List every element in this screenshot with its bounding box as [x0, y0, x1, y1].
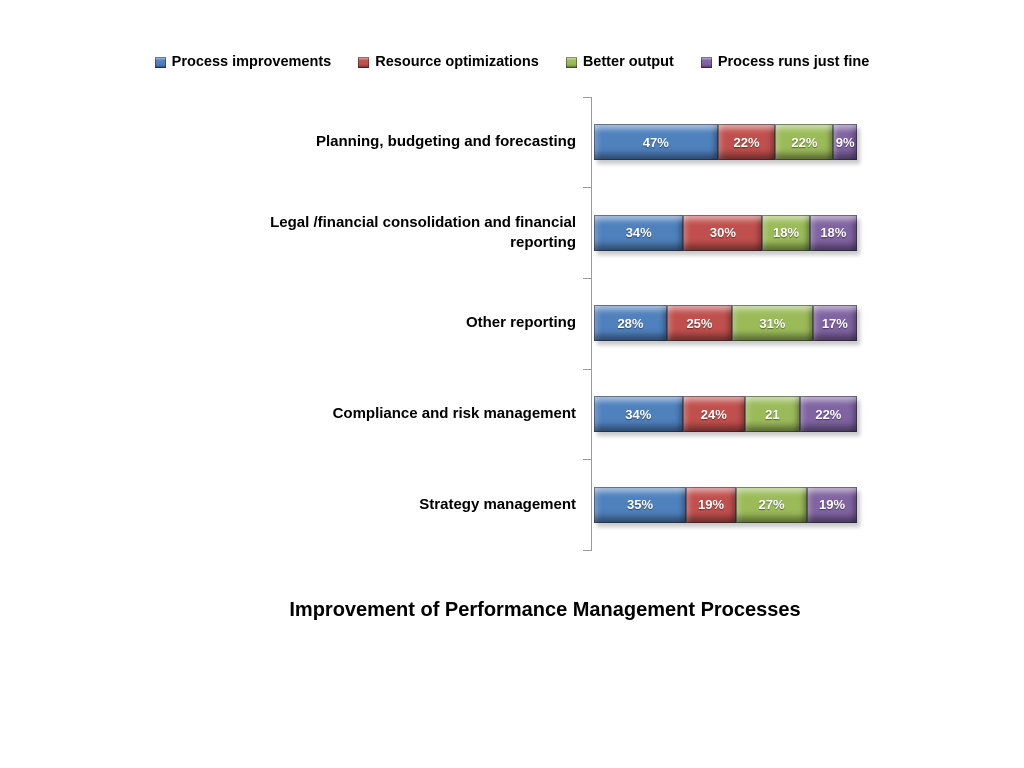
- category-label: Legal /financial consolidation and finan…: [270, 213, 576, 251]
- category-label: Strategy management: [419, 495, 576, 513]
- stacked-bar: 34% 30% 18% 18%: [594, 214, 858, 251]
- chart-title: Improvement of Performance Management Pr…: [289, 599, 801, 621]
- category-label: Other reporting: [465, 314, 576, 332]
- axis-tick: [583, 550, 592, 551]
- bar-segment-better-output[interactable]: 18%: [762, 214, 810, 251]
- value-label: 47%: [642, 134, 669, 150]
- stacked-bar: 34% 24% 21 22%: [594, 396, 857, 433]
- bar-segment-resource-optimizations[interactable]: 19%: [686, 486, 737, 523]
- bar-segment-resource-optimizations[interactable]: 25%: [666, 305, 732, 342]
- category-label: Compliance and risk management: [332, 404, 576, 422]
- category-label: Planning, budgeting and forecasting: [315, 133, 576, 151]
- bar-segment-better-output[interactable]: 27%: [736, 486, 808, 523]
- value-label: 18%: [772, 225, 800, 241]
- axis-tick: [583, 187, 592, 188]
- bar-segment-better-output[interactable]: 31%: [732, 305, 813, 342]
- bar-segment-better-output[interactable]: 21: [745, 396, 800, 433]
- value-label: 34%: [625, 406, 652, 422]
- legend-item-process-improvements[interactable]: Process improvements: [154, 54, 332, 70]
- value-label: 24%: [700, 406, 727, 422]
- value-label: 34%: [625, 225, 652, 241]
- value-label: 28%: [617, 315, 644, 331]
- bar-segment-better-output[interactable]: 22%: [775, 124, 834, 161]
- bar-row: Planning, budgeting and forecasting 47% …: [0, 97, 1024, 188]
- legend-marker-icon: [700, 56, 712, 68]
- bar-segment-process-runs-just-fine[interactable]: 17%: [812, 305, 857, 342]
- bar-segment-process-runs-just-fine[interactable]: 22%: [799, 396, 857, 433]
- legend-label: Better output: [582, 54, 674, 70]
- value-label: 19%: [819, 497, 846, 513]
- axis-tick: [583, 278, 592, 279]
- bar-segment-process-improvements[interactable]: 47%: [594, 124, 718, 161]
- legend-label: Resource optimizations: [375, 54, 539, 70]
- value-label: 22%: [733, 134, 760, 150]
- value-label: 31%: [759, 315, 786, 331]
- legend-item-better-output[interactable]: Better output: [565, 54, 674, 70]
- stacked-bar: 35% 19% 27% 19%: [594, 486, 857, 523]
- value-label: 21: [765, 406, 780, 422]
- bar-segment-resource-optimizations[interactable]: 22%: [717, 124, 776, 161]
- bar-segment-process-improvements[interactable]: 34%: [594, 214, 684, 251]
- value-label: 22%: [815, 406, 842, 422]
- legend-item-process-runs-just-fine[interactable]: Process runs just fine: [700, 54, 870, 70]
- bar-segment-resource-optimizations[interactable]: 24%: [682, 396, 746, 433]
- bar-row: Strategy management 35% 19% 27% 19%: [0, 459, 1024, 550]
- legend-marker-icon: [358, 56, 370, 68]
- value-label: 22%: [791, 134, 818, 150]
- stacked-bar: 28% 25% 31% 17%: [594, 305, 857, 342]
- bar-segment-process-improvements[interactable]: 28%: [594, 305, 667, 342]
- axis-tick: [583, 459, 592, 460]
- bar-segment-process-improvements[interactable]: 35%: [594, 486, 687, 523]
- chart-legend: Process improvements Resource optimizati…: [0, 54, 1024, 70]
- axis-tick: [583, 369, 592, 370]
- bar-row: Compliance and risk management 34% 24% 2…: [0, 369, 1024, 460]
- bar-row: Legal /financial consolidation and finan…: [0, 188, 1024, 279]
- category-axis-line: [591, 97, 592, 551]
- axis-tick: [583, 97, 592, 98]
- value-label: 30%: [709, 225, 736, 241]
- legend-marker-icon: [565, 56, 577, 68]
- bar-segment-process-runs-just-fine[interactable]: 9%: [833, 124, 857, 161]
- bar-segment-process-runs-just-fine[interactable]: 19%: [807, 486, 857, 523]
- legend-label: Process runs just fine: [717, 54, 870, 70]
- stacked-bar: 47% 22% 22% 9%: [594, 124, 857, 161]
- value-label: 18%: [820, 225, 847, 241]
- value-label: 9%: [835, 134, 855, 150]
- bar-segment-process-runs-just-fine[interactable]: 18%: [809, 214, 858, 251]
- value-label: 19%: [698, 497, 725, 513]
- legend-item-resource-optimizations[interactable]: Resource optimizations: [358, 54, 539, 70]
- bar-row: Other reporting 28% 25% 31% 17%: [0, 278, 1024, 369]
- legend-label: Process improvements: [171, 54, 332, 70]
- value-label: 35%: [627, 497, 654, 513]
- bar-segment-resource-optimizations[interactable]: 30%: [683, 214, 763, 251]
- value-label: 17%: [821, 315, 848, 331]
- bar-segment-process-improvements[interactable]: 34%: [594, 396, 683, 433]
- legend-marker-icon: [154, 56, 166, 68]
- value-label: 27%: [758, 497, 785, 513]
- value-label: 25%: [686, 315, 713, 331]
- plot-area: Planning, budgeting and forecasting 47% …: [0, 97, 1024, 550]
